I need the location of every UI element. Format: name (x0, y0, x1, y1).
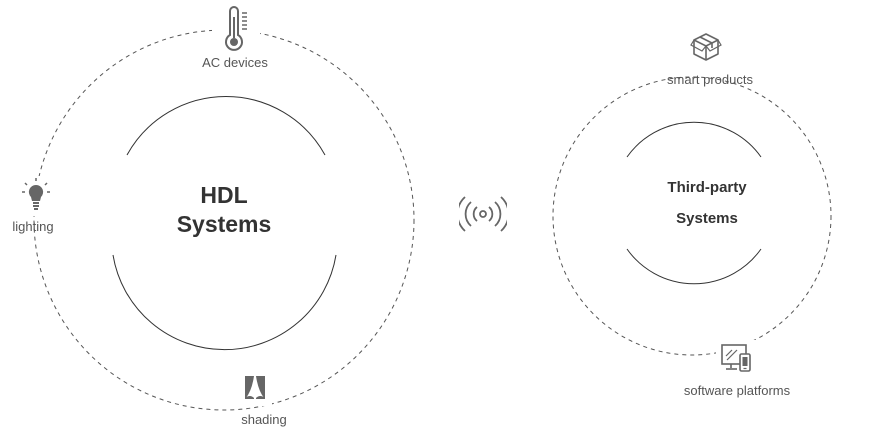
computer-phone-icon (716, 340, 756, 376)
thermometer-icon (212, 5, 260, 57)
software-platforms-label: software platforms (683, 383, 791, 398)
hdl-inner-arc-top (126, 95, 326, 156)
curtain-icon (238, 370, 272, 406)
hdl-inner-arc-bottom (112, 254, 337, 351)
shading-label: shading (241, 412, 287, 427)
ac-devices-label: AC devices (202, 55, 268, 70)
third-party-outer-dashed-ring (552, 76, 832, 356)
light-bulb-icon (16, 176, 56, 216)
smart-products-label: smart products (667, 72, 753, 87)
lighting-label: lighting (12, 219, 54, 234)
hdl-title-line2: Systems (176, 211, 272, 237)
wireless-signal-icon (459, 196, 507, 232)
third-party-inner-arc-bottom (626, 248, 762, 285)
third-party-title-line1: Third-party (667, 179, 747, 196)
third-party-title-line2: Systems (676, 210, 738, 227)
package-box-icon (686, 26, 726, 66)
hdl-title-line1: HDL (200, 182, 248, 208)
third-party-systems-title: Third-party Systems (667, 172, 746, 234)
hdl-outer-dashed-ring (33, 29, 415, 411)
third-party-inner-arc-top (626, 121, 762, 158)
hdl-systems-title: HDL Systems (177, 181, 272, 239)
